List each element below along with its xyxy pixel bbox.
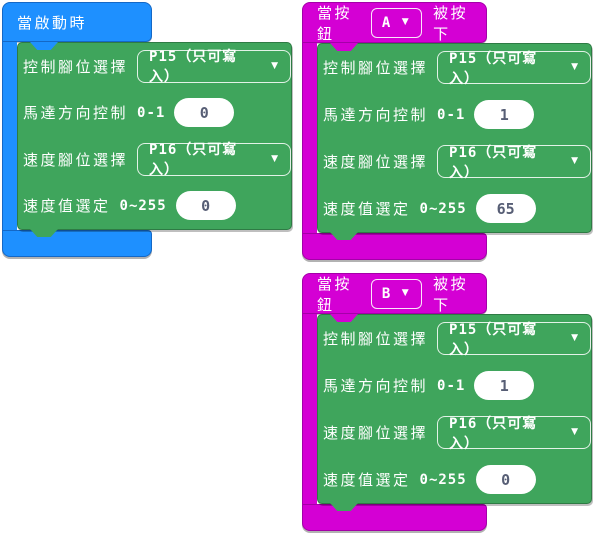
- button-dropdown-value: A: [381, 14, 393, 31]
- connector-tab: [330, 43, 358, 51]
- range-label: 0~255: [119, 197, 167, 214]
- range-label: 0-1: [137, 104, 166, 121]
- block-speed-value[interactable]: 速度值選定 0~255 0: [18, 183, 291, 230]
- block-label: 馬達方向控制: [23, 104, 129, 123]
- block-label: 速度值選定: [23, 197, 111, 216]
- pin-dropdown[interactable]: P16（只可寫入） ▼: [437, 416, 591, 452]
- on-button-a-hat-block[interactable]: 當按鈕 A ▼ 被按下: [302, 2, 487, 43]
- block-label: 速度腳位選擇: [323, 424, 429, 442]
- block-control-pin-select[interactable]: 控制腳位選擇 P15（只可寫入） ▼: [18, 43, 291, 90]
- block-motor-direction[interactable]: 馬達方向控制 0-1 1: [318, 91, 591, 138]
- number-input[interactable]: 0: [475, 465, 536, 494]
- button-dropdown[interactable]: B ▼: [370, 278, 423, 309]
- block-motor-direction[interactable]: 馬達方向控制 0-1 0: [18, 90, 291, 137]
- number-input[interactable]: 0: [175, 191, 236, 221]
- statement-stack[interactable]: 控制腳位選擇 P15（只可寫入） ▼ 馬達方向控制 0-1 0 速度腳位選擇 P…: [17, 42, 292, 230]
- range-label: 0-1: [437, 106, 466, 123]
- connector-tab: [30, 42, 58, 50]
- on-button-b-bottom-bar: [302, 504, 487, 531]
- range-label: 0~255: [419, 200, 467, 217]
- pin-dropdown-value: P16（只可寫入）: [149, 142, 238, 179]
- statement-stack[interactable]: 控制腳位選擇 P15（只可寫入） ▼ 馬達方向控制 0-1 1 速度腳位選擇 P…: [317, 314, 592, 504]
- dropdown-arrow-icon: ▼: [571, 62, 579, 72]
- dropdown-arrow-icon: ▼: [571, 156, 579, 166]
- pin-dropdown[interactable]: P15（只可寫入） ▼: [437, 51, 591, 87]
- pin-dropdown[interactable]: P15（只可寫入） ▼: [137, 49, 291, 85]
- block-speed-pin-select[interactable]: 速度腳位選擇 P16（只可寫入） ▼: [18, 136, 291, 183]
- button-dropdown-value: B: [381, 285, 393, 302]
- range-label: 0~255: [419, 471, 467, 488]
- connector-tab: [330, 503, 358, 511]
- block-speed-pin-select[interactable]: 速度腳位選擇 P16（只可寫入） ▼: [318, 138, 591, 185]
- on-button-prefix: 當按鈕: [317, 274, 353, 314]
- number-input[interactable]: 1: [474, 371, 535, 400]
- button-dropdown[interactable]: A ▼: [370, 7, 423, 38]
- block-speed-value[interactable]: 速度值選定 0~255 65: [318, 185, 591, 232]
- dropdown-arrow-icon: ▼: [571, 427, 579, 437]
- on-button-a-left-spine: [302, 42, 317, 234]
- pin-dropdown[interactable]: P15（只可寫入） ▼: [437, 322, 591, 358]
- block-motor-direction[interactable]: 馬達方向控制 0-1 1: [318, 362, 591, 409]
- number-input[interactable]: 0: [174, 98, 235, 128]
- statement-stack[interactable]: 控制腳位選擇 P15（只可寫入） ▼ 馬達方向控制 0-1 1 速度腳位選擇 P…: [317, 43, 592, 233]
- dropdown-arrow-icon: ▼: [401, 288, 412, 298]
- number-input[interactable]: 1: [474, 100, 535, 129]
- on-button-b-left-spine: [302, 313, 317, 505]
- block-label: 速度值選定: [323, 471, 411, 489]
- pin-dropdown[interactable]: P16（只可寫入） ▼: [437, 145, 591, 181]
- pin-dropdown-value: P15（只可寫入）: [449, 321, 538, 358]
- pin-dropdown-value: P16（只可寫入）: [449, 144, 538, 181]
- on-start-left-spine: [2, 41, 17, 231]
- number-input[interactable]: 65: [475, 194, 536, 223]
- dropdown-arrow-icon: ▼: [271, 60, 279, 71]
- block-speed-pin-select[interactable]: 速度腳位選擇 P16（只可寫入） ▼: [318, 409, 591, 456]
- block-speed-value[interactable]: 速度值選定 0~255 0: [318, 456, 591, 503]
- block-control-pin-select[interactable]: 控制腳位選擇 P15（只可寫入） ▼: [318, 315, 591, 362]
- on-start-hat-block[interactable]: 當啟動時: [2, 2, 152, 42]
- on-button-a-bottom-bar: [302, 233, 487, 260]
- block-label: 控制腳位選擇: [323, 59, 429, 77]
- block-label: 速度值選定: [323, 200, 411, 218]
- connector-tab: [30, 229, 58, 237]
- block-control-pin-select[interactable]: 控制腳位選擇 P15（只可寫入） ▼: [318, 44, 591, 91]
- on-start-label: 當啟動時: [17, 13, 88, 32]
- block-label: 馬達方向控制: [323, 377, 429, 395]
- connector-tab: [330, 314, 358, 322]
- block-label: 馬達方向控制: [323, 106, 429, 124]
- block-label: 速度腳位選擇: [323, 153, 429, 171]
- pin-dropdown-value: P15（只可寫入）: [449, 50, 538, 87]
- block-label: 速度腳位選擇: [23, 150, 129, 169]
- connector-tab: [330, 232, 358, 240]
- dropdown-arrow-icon: ▼: [571, 333, 579, 343]
- dropdown-arrow-icon: ▼: [271, 153, 279, 164]
- on-button-suffix: 被按下: [433, 3, 469, 43]
- pin-dropdown[interactable]: P16（只可寫入） ▼: [137, 142, 291, 178]
- on-button-prefix: 當按鈕: [317, 3, 353, 43]
- range-label: 0-1: [437, 377, 466, 394]
- dropdown-arrow-icon: ▼: [401, 17, 412, 27]
- pin-dropdown-value: P16（只可寫入）: [449, 415, 538, 452]
- on-button-suffix: 被按下: [433, 274, 469, 314]
- block-label: 控制腳位選擇: [23, 57, 129, 76]
- on-button-b-hat-block[interactable]: 當按鈕 B ▼ 被按下: [302, 273, 487, 314]
- block-label: 控制腳位選擇: [323, 330, 429, 348]
- on-start-bottom-bar: [2, 230, 152, 257]
- pin-dropdown-value: P15（只可寫入）: [149, 49, 238, 86]
